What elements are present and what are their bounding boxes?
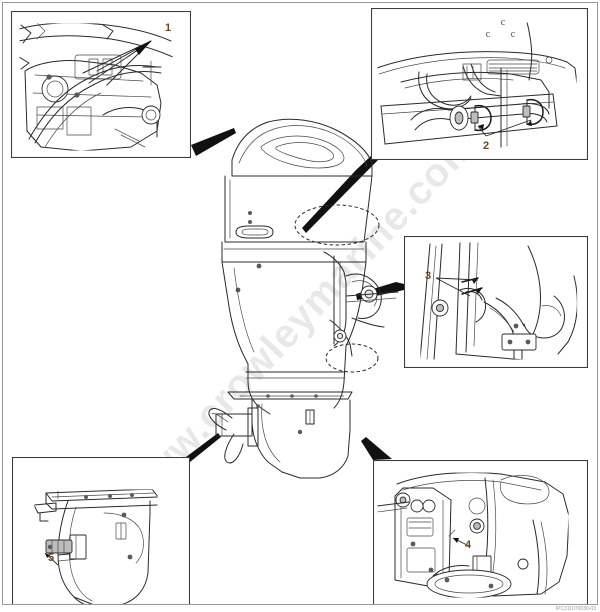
wedge-panel-5 — [186, 433, 221, 462]
callout-number-5: 5 — [48, 552, 54, 564]
callout-number-1: 1 — [165, 22, 171, 34]
panel-3[interactable] — [404, 236, 588, 368]
part-code: IPC311070030-03 — [556, 606, 596, 612]
panel-5-border — [12, 457, 190, 605]
highlight-ellipse — [294, 204, 380, 246]
highlight-ellipse-lower — [325, 343, 379, 373]
panel-1-border — [11, 11, 191, 158]
callout-letter-c-1: c — [501, 17, 506, 28]
panel-2-border — [371, 8, 588, 160]
panel-2[interactable] — [371, 8, 588, 160]
callout-labels: 1 2 3 4 5 c c c — [48, 17, 516, 564]
outboard-motor-illustration — [208, 118, 399, 479]
callout-number-3: 3 — [425, 270, 431, 282]
callout-letter-c-2: c — [486, 29, 491, 40]
callout-number-4: 4 — [465, 539, 472, 551]
panel-5[interactable] — [12, 457, 190, 608]
wedge-panel-1 — [191, 128, 236, 156]
page-frame — [2, 2, 598, 605]
wedge-panel-2 — [302, 154, 378, 233]
callout-number-2: 2 — [483, 140, 489, 152]
wedge-panel-4 — [361, 437, 392, 460]
callout-letter-c-3: c — [511, 29, 516, 40]
panel-4[interactable] — [373, 460, 588, 605]
panel-1[interactable] — [11, 11, 191, 158]
